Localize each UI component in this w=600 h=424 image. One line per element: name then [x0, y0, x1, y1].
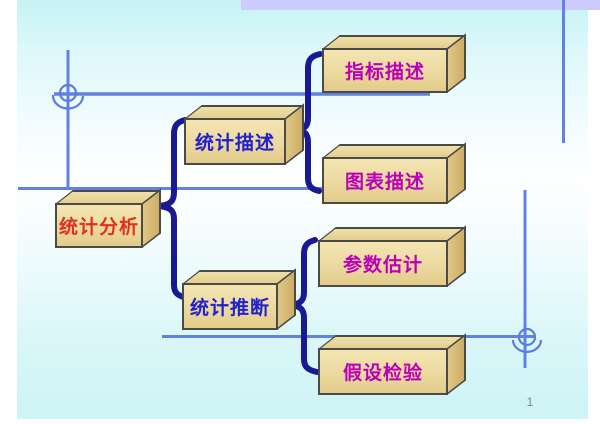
registration-mark-icon [51, 83, 85, 110]
box-front-face: 参数估计 [318, 240, 448, 287]
top-accent-bar [241, 0, 600, 10]
node-label: 统计分析 [58, 217, 139, 238]
box-front-face: 统计推断 [182, 283, 278, 330]
node-label: 假设检验 [342, 363, 423, 384]
node-label: 参数估计 [342, 255, 423, 276]
node-label: 指标描述 [344, 62, 425, 83]
box-front-face: 统计描述 [184, 118, 286, 165]
node-statistical-inference: 统计推断 [182, 268, 297, 330]
box-top-face [318, 227, 466, 241]
box-top-face [318, 335, 466, 349]
node-label: 图表描述 [344, 172, 425, 193]
page-number: 1 [526, 395, 534, 409]
box-top-face [322, 144, 466, 158]
node-indicator-description: 指标描述 [322, 33, 467, 93]
box-front-face: 统计分析 [55, 203, 143, 248]
registration-mark-icon [511, 327, 543, 353]
node-label: 统计推断 [189, 298, 270, 319]
node-chart-description: 图表描述 [322, 142, 467, 204]
node-hypothesis-testing: 假设检验 [318, 333, 467, 395]
box-front-face: 指标描述 [322, 48, 448, 93]
box-top-face [322, 35, 466, 49]
box-front-face: 图表描述 [322, 157, 448, 204]
node-statistical-description: 统计描述 [184, 103, 305, 165]
box-front-face: 假设检验 [318, 348, 448, 395]
node-parameter-estimation: 参数估计 [318, 225, 467, 287]
node-label: 统计描述 [194, 133, 275, 154]
node-statistical-analysis: 统计分析 [55, 188, 162, 248]
